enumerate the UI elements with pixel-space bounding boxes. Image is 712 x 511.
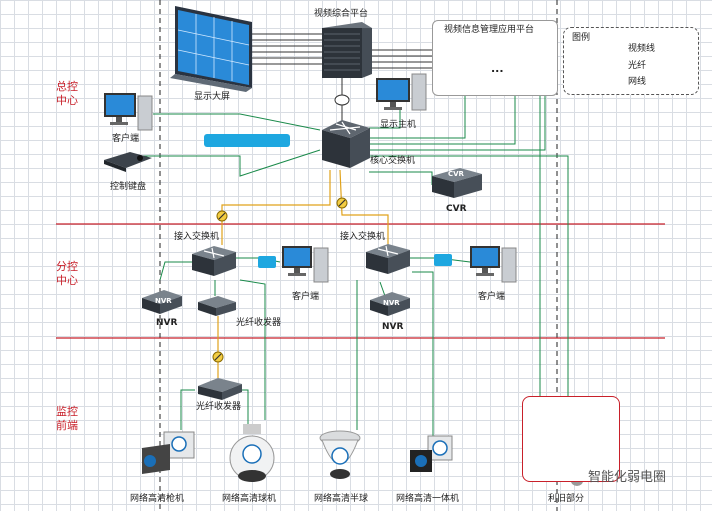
switch-icon	[366, 244, 410, 274]
video-platform-icon	[322, 22, 372, 78]
monitor-icon	[104, 93, 153, 131]
switch-icon	[192, 246, 236, 276]
label-access-switch-left: 接入交换机	[174, 232, 220, 242]
dome-camera-icon	[229, 424, 275, 482]
network-lines	[118, 60, 569, 440]
legacy-box	[522, 396, 620, 482]
zone-label-front: 监控前端	[56, 405, 78, 432]
monitor-icon	[282, 246, 329, 283]
fiber-connector-icon	[216, 210, 228, 222]
label-legacy: 利旧部分	[548, 494, 585, 504]
video-lines	[250, 33, 432, 122]
label-app-platform: 视频信息管理应用平台	[444, 25, 535, 35]
transceiver-icon	[198, 296, 236, 316]
label-hd-dome-camera: 网络高清球机	[222, 494, 277, 504]
zone-label-branch: 分控中心	[56, 260, 78, 287]
keyboard-icon	[104, 152, 152, 172]
label-nvr-left: NVR	[156, 318, 178, 328]
nvr-icon	[370, 292, 410, 316]
label-hd-bullet-camera: 网络高清枪机	[130, 494, 185, 504]
label-cvr-badge: CVR	[448, 170, 464, 178]
fiber-connector-icon	[336, 197, 348, 209]
fiber-lines	[217, 169, 389, 378]
label-nvr-right: NVR	[382, 322, 404, 332]
cvr-icon	[432, 168, 482, 198]
monitor-icon	[470, 246, 517, 283]
fiber-connector-icon	[212, 351, 224, 363]
label-hd-half-dome: 网络高清半球	[314, 494, 369, 504]
legend-video-line: 视频线	[628, 44, 656, 54]
legend-box	[563, 27, 699, 95]
label-ellipsis: ...	[491, 62, 504, 75]
monitor-icon	[376, 73, 427, 111]
label-core-switch: 核心交换机	[370, 156, 416, 166]
label-display-host: 显示主机	[380, 120, 417, 130]
watermark-text: 智能化弱电圈	[588, 470, 667, 485]
switch-bar	[258, 256, 276, 268]
label-fiber-transceiver-mid: 光纤收发器	[236, 318, 282, 328]
video-connector-ellipse	[334, 94, 350, 106]
bullet-camera-icon	[142, 431, 195, 474]
display-wall-icon	[170, 6, 252, 92]
app-platform-box	[432, 20, 558, 96]
label-nvr-right-badge: NVR	[383, 299, 400, 307]
label-cvr: CVR	[446, 204, 467, 214]
switch-bar	[434, 254, 452, 266]
label-fiber-transceiver-low: 光纤收发器	[196, 402, 242, 412]
transceiver-icon	[198, 378, 242, 400]
label-client-mid-left: 客户端	[292, 292, 320, 302]
all-in-one-camera-icon	[410, 435, 453, 472]
label-nvr-left-badge: NVR	[155, 297, 172, 305]
switch-icon	[322, 120, 370, 168]
zone-label-main: 总控中心	[56, 80, 78, 107]
label-client-top: 客户端	[112, 134, 140, 144]
half-dome-icon	[319, 430, 361, 479]
label-access-switch-right: 接入交换机	[340, 232, 386, 242]
label-control-keyboard: 控制键盘	[110, 182, 147, 192]
label-display-wall: 显示大屏	[194, 92, 231, 102]
legend-network-line: 网线	[628, 77, 647, 87]
legend-fiber: 光纤	[628, 61, 647, 71]
label-video-platform: 视频综合平台	[314, 9, 369, 19]
legend-title: 图例	[572, 33, 591, 43]
label-client-mid-right: 客户端	[478, 292, 506, 302]
label-hd-all-in-one: 网络高清一体机	[396, 494, 460, 504]
switch-bar	[204, 134, 290, 147]
nvr-icon	[142, 290, 182, 314]
